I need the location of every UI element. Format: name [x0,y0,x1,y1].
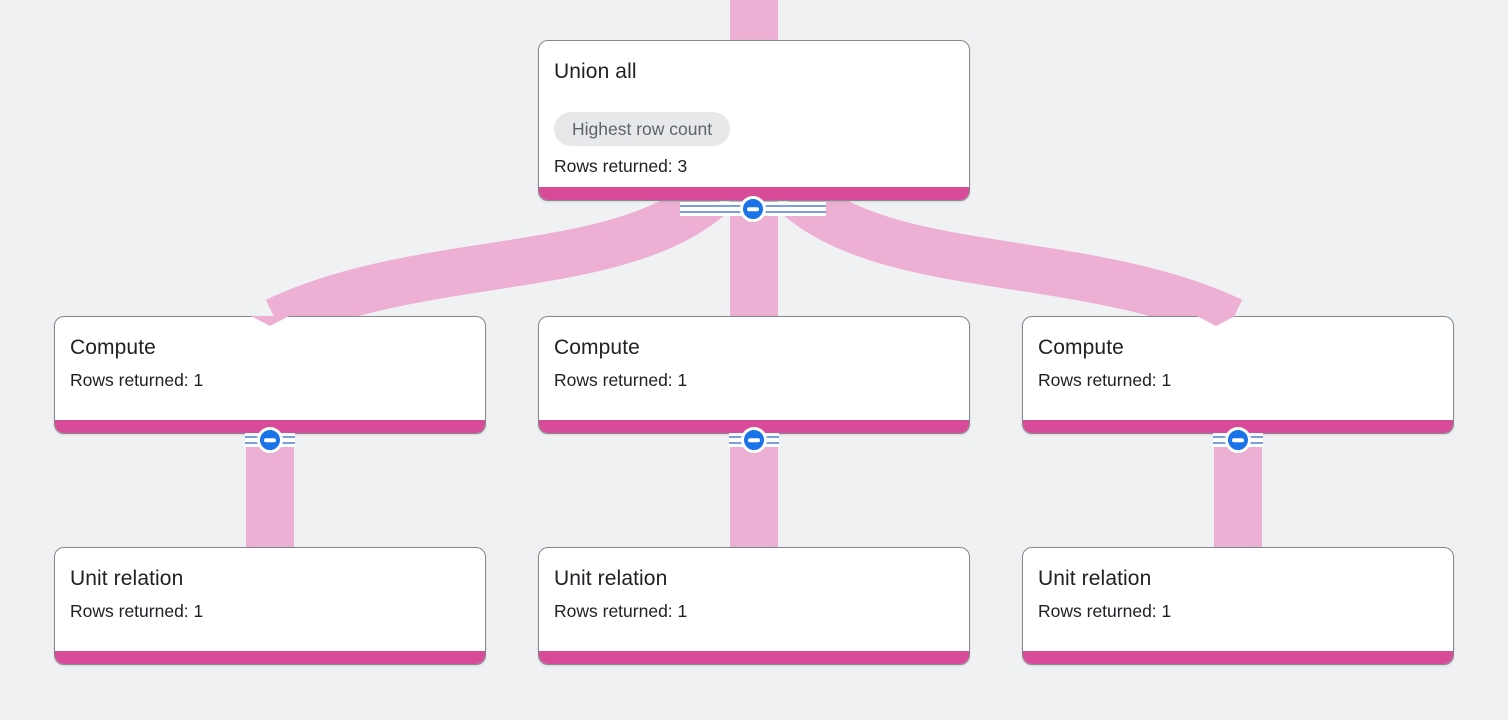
highest-row-count-badge: Highest row count [554,112,731,146]
collapse-button[interactable] [741,427,767,453]
collapse-control-compute-2 [729,427,779,453]
collapse-control-compute-1 [245,427,295,453]
node-unit-relation-2[interactable]: Unit relation Rows returned: 1 [538,547,970,665]
node-union-all[interactable]: Union all Highest row count Rows returne… [538,40,970,201]
node-unit-relation-1[interactable]: Unit relation Rows returned: 1 [54,547,486,665]
node-accent-bar [539,420,969,433]
node-compute-2[interactable]: Compute Rows returned: 1 [538,316,970,434]
collapse-button[interactable] [1225,427,1251,453]
rows-returned-label: Rows returned: 1 [554,601,688,621]
edge-union-to-compute-3 [779,176,1243,343]
edge-union-to-compute-1 [265,176,729,343]
node-title: Unit relation [554,567,668,590]
rows-returned-label: Rows returned: 1 [70,370,204,390]
node-compute-1[interactable]: Compute Rows returned: 1 [54,316,486,434]
minus-icon [264,438,276,442]
node-accent-bar [55,420,485,433]
node-title: Unit relation [70,567,184,590]
node-title: Compute [70,336,156,359]
minus-icon [748,438,760,442]
node-title: Compute [554,336,640,359]
node-accent-bar [1023,651,1453,664]
rows-returned-label: Rows returned: 1 [1038,370,1172,390]
node-accent-bar [1023,420,1453,433]
collapse-button[interactable] [740,196,766,222]
rows-returned-label: Rows returned: 1 [1038,601,1172,621]
collapse-control-union-all [680,196,826,222]
minus-icon [1232,438,1244,442]
minus-icon [747,207,759,211]
rows-returned-label: Rows returned: 1 [554,370,688,390]
node-compute-3[interactable]: Compute Rows returned: 1 [1022,316,1454,434]
rows-returned-label: Rows returned: 3 [554,156,688,176]
collapse-control-compute-3 [1213,427,1263,453]
rows-returned-label: Rows returned: 1 [70,601,204,621]
node-title: Compute [1038,336,1124,359]
collapse-button[interactable] [257,427,283,453]
node-accent-bar [55,651,485,664]
edge-input-to-union [730,0,778,42]
node-accent-bar [539,651,969,664]
node-title: Unit relation [1038,567,1152,590]
node-title: Union all [554,60,637,83]
node-unit-relation-3[interactable]: Unit relation Rows returned: 1 [1022,547,1454,665]
